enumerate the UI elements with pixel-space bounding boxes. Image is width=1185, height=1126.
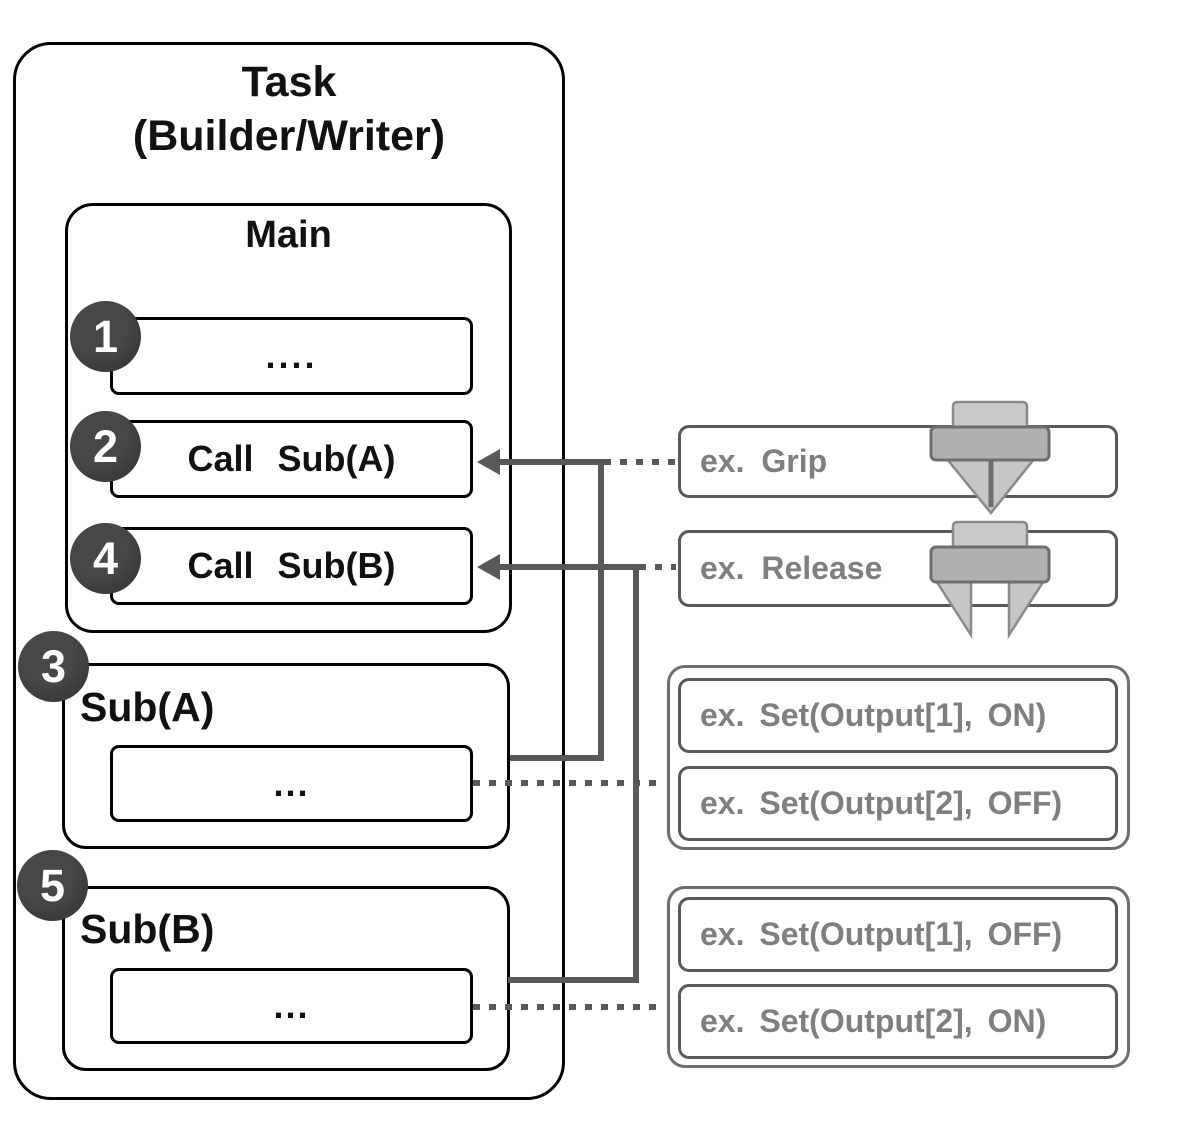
task-title: Task (Builder/Writer) xyxy=(13,56,565,164)
main-step-call-sub-a-box: Call Sub(A) xyxy=(110,420,473,498)
sub-b-body-box: ... xyxy=(110,968,473,1044)
sub-a-body-label: ... xyxy=(273,762,310,804)
sub-b-example-1-box: ex. Set(Output[1], OFF) xyxy=(678,897,1118,972)
main-step-call-sub-a-label: Call Sub(A) xyxy=(187,438,396,479)
sub-b-title: Sub(B) xyxy=(80,906,215,952)
main-step-call-sub-b-label: Call Sub(B) xyxy=(187,545,396,586)
task-title-line2: (Builder/Writer) xyxy=(132,111,446,160)
example-grip-box: ex. Grip xyxy=(678,425,1118,498)
step-badge-3: 3 xyxy=(18,631,89,702)
sub-a-example-2-label: ex. Set(Output[2], OFF) xyxy=(700,785,1063,821)
step-badge-5: 5 xyxy=(17,850,88,921)
sub-a-example-1-box: ex. Set(Output[1], ON) xyxy=(678,678,1118,753)
example-grip-label: ex. Grip xyxy=(700,443,828,479)
sub-a-title: Sub(A) xyxy=(80,684,215,730)
sub-b-example-2-label: ex. Set(Output[2], ON) xyxy=(700,1003,1047,1039)
example-release-label: ex. Release xyxy=(700,550,883,586)
main-step-1-label: .... xyxy=(265,335,318,376)
step-badge-2: 2 xyxy=(70,411,141,482)
main-step-call-sub-b-box: Call Sub(B) xyxy=(110,527,473,605)
sub-a-body-box: ... xyxy=(110,745,473,822)
sub-b-example-1-label: ex. Set(Output[1], OFF) xyxy=(700,916,1063,952)
step-badge-4: 4 xyxy=(70,523,141,594)
main-step-1-box: .... xyxy=(110,317,473,395)
main-block-title: Main xyxy=(245,214,332,256)
sub-b-body-label: ... xyxy=(273,985,310,1026)
sub-b-example-2-box: ex. Set(Output[2], ON) xyxy=(678,984,1118,1059)
sub-a-example-1-label: ex. Set(Output[1], ON) xyxy=(700,697,1047,733)
step-badge-1: 1 xyxy=(70,301,141,372)
example-release-box: ex. Release xyxy=(678,530,1118,607)
task-title-line1: Task xyxy=(241,58,337,106)
sub-a-example-2-box: ex. Set(Output[2], OFF) xyxy=(678,766,1118,841)
